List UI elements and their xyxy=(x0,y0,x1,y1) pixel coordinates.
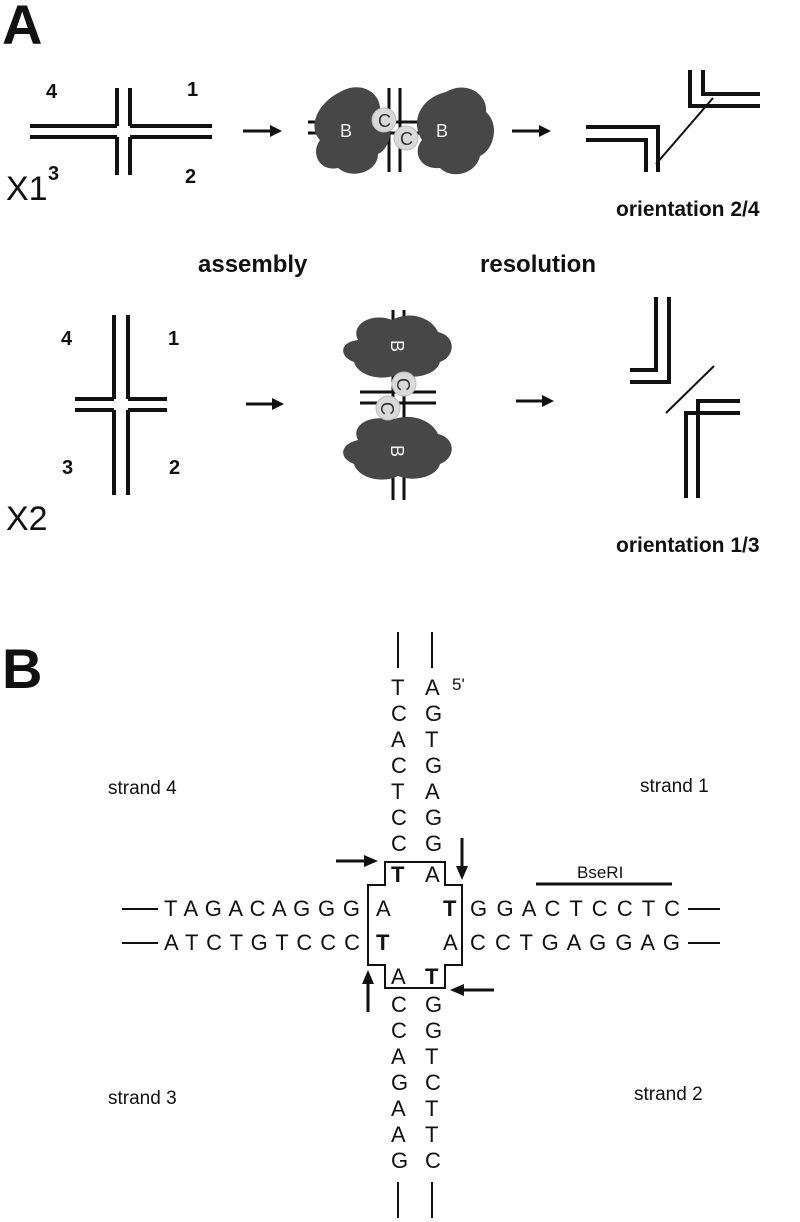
base: G xyxy=(391,1148,408,1173)
core-row2-left: T xyxy=(376,930,390,955)
base: C xyxy=(391,805,407,830)
core-top-left: T xyxy=(391,862,405,887)
top-right-column: A G T G A G G xyxy=(425,675,442,856)
base: C xyxy=(391,992,407,1017)
base: C xyxy=(425,1148,441,1173)
base: G xyxy=(425,831,442,856)
base: A xyxy=(425,779,440,804)
x1-arm-1: 1 xyxy=(187,79,198,101)
base: A xyxy=(391,1096,406,1121)
x1-arrow-1 xyxy=(243,125,282,137)
x2-arrow-1 xyxy=(246,398,284,410)
cleavage-arrow-top-right xyxy=(456,838,468,880)
cleavage-arrow-bottom-left xyxy=(362,970,374,1012)
base: G xyxy=(425,992,442,1017)
bseri-label: BseRI xyxy=(577,863,623,882)
x2-label: X2 xyxy=(6,500,48,538)
x2-arm-4: 4 xyxy=(61,328,73,350)
base: G xyxy=(425,753,442,778)
base: T xyxy=(425,727,438,752)
strand-1-label: strand 1 xyxy=(640,776,709,797)
base: T xyxy=(391,675,404,700)
top-strand-ends xyxy=(397,632,433,668)
bottom-strand-ends xyxy=(397,1182,433,1218)
x1-resolved-product xyxy=(586,70,760,172)
bottom-left-column: C C A G A A G xyxy=(391,992,408,1173)
resolvase-b-left xyxy=(314,87,391,174)
resolvase-b-top xyxy=(343,315,452,378)
core-bottom-left: A xyxy=(391,964,406,989)
x1-orientation-label: orientation 2/4 xyxy=(616,198,760,221)
c-label-x1-bottom: C xyxy=(400,129,413,149)
base: C xyxy=(391,753,407,778)
x2-protein-complex: B B C C xyxy=(343,310,452,500)
base: G xyxy=(425,1018,442,1043)
horizontal-strand-ends xyxy=(122,908,720,944)
c-label-x2-bottom: C xyxy=(377,402,397,415)
x1-junction xyxy=(30,88,212,175)
b-label-x1-left: B xyxy=(340,121,352,141)
x1-arm-4: 4 xyxy=(46,81,58,103)
core-bottom-right: T xyxy=(425,964,439,989)
base: A xyxy=(391,727,406,752)
core-top-right: A xyxy=(425,862,440,887)
base: G xyxy=(391,1070,408,1095)
base: T xyxy=(391,779,404,804)
base: C xyxy=(391,831,407,856)
cleavage-arrow-top-left xyxy=(336,855,378,867)
row1-left-seq: T A G A C A G G G xyxy=(164,896,360,921)
x2-junction xyxy=(75,315,167,495)
x2-arm-2: 2 xyxy=(169,457,180,479)
base: G xyxy=(425,805,442,830)
cleavage-arrow-bottom-right xyxy=(450,984,494,996)
panel-b-letter: B xyxy=(2,637,42,700)
strand-2-label: strand 2 xyxy=(634,1084,703,1105)
core-row2-right: A xyxy=(443,930,458,955)
x2-resolved-product xyxy=(630,297,740,498)
x1-protein-complex: B B C C xyxy=(308,87,494,175)
bottom-right-column: G G T C T T C xyxy=(425,992,442,1173)
x2-arm-1: 1 xyxy=(168,328,179,350)
core-row1-right: T xyxy=(443,896,457,921)
resolvase-b-bottom xyxy=(343,416,452,480)
x1-label: X1 xyxy=(6,170,48,208)
base: T xyxy=(425,1044,438,1069)
base: C xyxy=(391,701,407,726)
base: G xyxy=(425,701,442,726)
b-label-x1-right: B xyxy=(436,121,448,141)
panel-a-letter: A xyxy=(2,0,42,56)
base: C xyxy=(391,1018,407,1043)
base: A xyxy=(391,1044,406,1069)
strand-4-label: strand 4 xyxy=(108,778,177,799)
base: T xyxy=(425,1122,438,1147)
assembly-label: assembly xyxy=(198,251,308,278)
x2-orientation-label: orientation 1/3 xyxy=(616,534,760,557)
core-row1-left: A xyxy=(376,896,391,921)
base: C xyxy=(425,1070,441,1095)
row2-left-seq: A T C T G T C C C xyxy=(164,930,360,955)
x1-arm-2: 2 xyxy=(185,166,196,188)
resolvase-b-right xyxy=(416,87,494,175)
x2-arrow-2 xyxy=(516,395,554,407)
base: T xyxy=(425,1096,438,1121)
row1-right-seq: G G A C T C C T C xyxy=(470,896,680,921)
base: A xyxy=(425,675,440,700)
five-prime-label: 5' xyxy=(452,675,465,694)
x1-arm-3: 3 xyxy=(48,163,59,185)
c-label-x1-top: C xyxy=(378,111,391,131)
x1-arrow-2 xyxy=(512,125,551,137)
b-label-x2-bottom: B xyxy=(387,445,407,457)
c-label-x2-top: C xyxy=(393,378,413,391)
b-label-x2-top: B xyxy=(387,340,407,352)
row2-right-seq: C C T G A G G A G xyxy=(470,930,680,955)
core-box xyxy=(367,861,463,989)
resolution-label: resolution xyxy=(480,251,596,278)
x2-arm-3: 3 xyxy=(62,457,73,479)
strand-3-label: strand 3 xyxy=(108,1088,177,1109)
top-left-column: T C A C T C C xyxy=(391,675,407,856)
base: A xyxy=(391,1122,406,1147)
